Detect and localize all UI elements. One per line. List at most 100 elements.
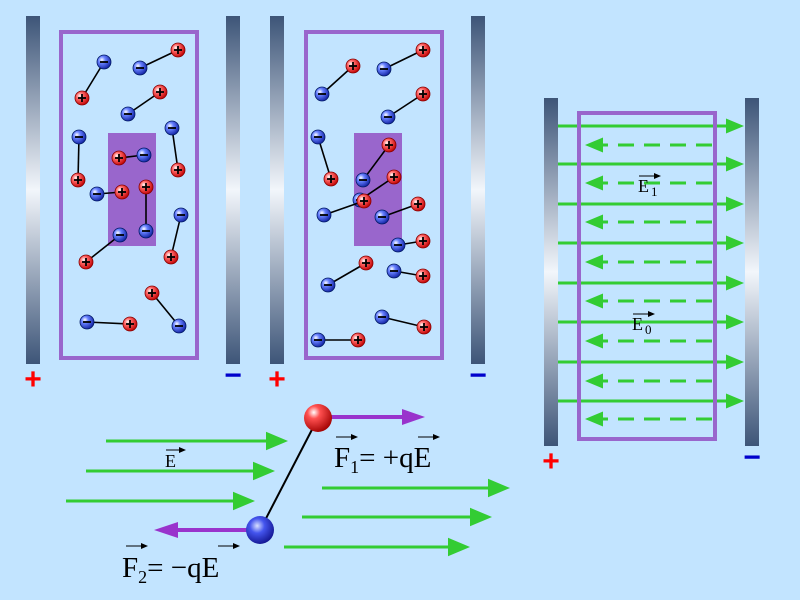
negative-charge — [390, 237, 406, 253]
molecule-dipole — [74, 54, 112, 106]
field-arrow — [302, 507, 492, 527]
field-arrow-e1 — [585, 373, 712, 389]
molecule-dipole — [78, 227, 128, 270]
label-f2-equation: F2= −qE — [122, 543, 240, 587]
left-minus-sign: − — [224, 359, 242, 392]
positive-charge — [415, 233, 431, 249]
molecule-dipole — [89, 184, 130, 202]
label-e0-subscript: 0 — [645, 322, 652, 337]
positive-charge — [410, 196, 426, 212]
positive-charge — [415, 86, 431, 102]
positive-charge — [114, 184, 130, 200]
molecule-dipole — [70, 129, 87, 188]
positive-charge — [138, 179, 154, 195]
negative-charge — [320, 277, 336, 293]
negative-charge — [164, 120, 180, 136]
field-arrow-e1 — [585, 333, 712, 349]
positive-charge — [356, 193, 372, 209]
right-dielectric-frame — [577, 111, 717, 441]
right-field-lines — [558, 118, 744, 427]
negative-charge — [132, 60, 148, 76]
molecule-dipole — [310, 129, 339, 187]
middle-negative-plate — [471, 16, 485, 364]
negative-charge — [71, 129, 87, 145]
label-f1-letter: F — [334, 442, 350, 474]
field-arrow — [106, 431, 288, 451]
label-e1-letter: E — [638, 176, 649, 196]
label-f2-letter: F — [122, 552, 138, 584]
label-e1: E 1 — [638, 173, 661, 199]
molecule-dipole — [390, 233, 431, 253]
svg-text:F1= +qE: F1= +qE — [334, 442, 431, 477]
right-capacitor-panel: E 1 E 0 + − — [542, 98, 761, 478]
field-arrow-e1 — [585, 254, 712, 270]
negative-charge — [316, 207, 332, 223]
field-arrow-e0 — [558, 235, 744, 251]
label-e0: E 0 — [632, 311, 655, 337]
label-e-letter: E — [165, 451, 176, 471]
molecule-dipole — [310, 332, 366, 348]
field-arrow-e0 — [558, 156, 744, 172]
molecule-dipole — [144, 285, 187, 334]
right-minus-sign: − — [743, 441, 761, 474]
negative-charge — [96, 54, 112, 70]
left-negative-plate — [226, 16, 240, 364]
field-arrow-e0 — [558, 354, 744, 370]
negative-charge — [374, 209, 390, 225]
molecule-dipole — [374, 309, 432, 335]
positive-charge — [78, 254, 94, 270]
negative-charge — [112, 227, 128, 243]
middle-capacitor-panel: + − — [268, 16, 487, 396]
field-arrow-e0 — [558, 275, 744, 291]
field-arrow-e1 — [585, 137, 712, 153]
molecule-dipole — [164, 120, 186, 178]
molecule-dipole — [320, 255, 374, 293]
field-arrow-e0 — [558, 393, 744, 409]
label-e0-letter: E — [632, 314, 643, 334]
molecule-dipole — [355, 137, 397, 188]
label-f2-rest: = −q — [147, 552, 201, 584]
positive-charge — [170, 42, 186, 58]
label-f1-rest: = +q — [359, 442, 413, 474]
positive-charge — [345, 58, 361, 74]
positive-charge — [386, 169, 402, 185]
molecule-dipole — [376, 42, 431, 77]
field-arrow-e0 — [558, 196, 744, 212]
positive-charge — [415, 42, 431, 58]
middle-plus-sign: + — [268, 363, 286, 396]
positive-charge — [416, 319, 432, 335]
left-capacitor-panel: + − — [24, 16, 242, 396]
left-positive-plate — [26, 16, 40, 364]
field-arrow — [284, 537, 470, 557]
field-arrow-e1 — [585, 214, 712, 230]
negative-charge — [386, 263, 402, 279]
label-f2-e: E — [202, 552, 220, 584]
negative-charge — [171, 318, 187, 334]
field-arrow-e0 — [558, 314, 744, 330]
svg-text:F2= −qE: F2= −qE — [122, 552, 219, 587]
right-negative-plate — [745, 98, 759, 446]
molecule-dipole — [314, 58, 361, 102]
middle-dielectric-block — [354, 133, 402, 246]
force-arrow-f2 — [154, 522, 250, 538]
molecule-dipole — [120, 84, 168, 122]
field-arrow-e1 — [585, 175, 712, 191]
positive-charge — [152, 84, 168, 100]
left-dielectric-frame — [59, 30, 199, 360]
molecule-dipole — [386, 263, 431, 284]
molecule-dipole — [132, 42, 186, 76]
molecule-dipole — [111, 147, 152, 166]
negative-charge — [380, 109, 396, 125]
negative-charge — [138, 223, 154, 239]
positive-charge — [144, 285, 160, 301]
left-plus-sign: + — [24, 363, 42, 396]
dipole-in-field: E F1= +qE F2= −qE — [66, 404, 510, 587]
negative-charge — [376, 61, 392, 77]
positive-charge — [170, 162, 186, 178]
positive-charge — [111, 150, 127, 166]
right-positive-plate — [544, 98, 558, 446]
positive-charge — [163, 249, 179, 265]
negative-charge — [314, 86, 330, 102]
field-arrow — [322, 478, 510, 498]
positive-charge-sphere — [304, 404, 332, 432]
